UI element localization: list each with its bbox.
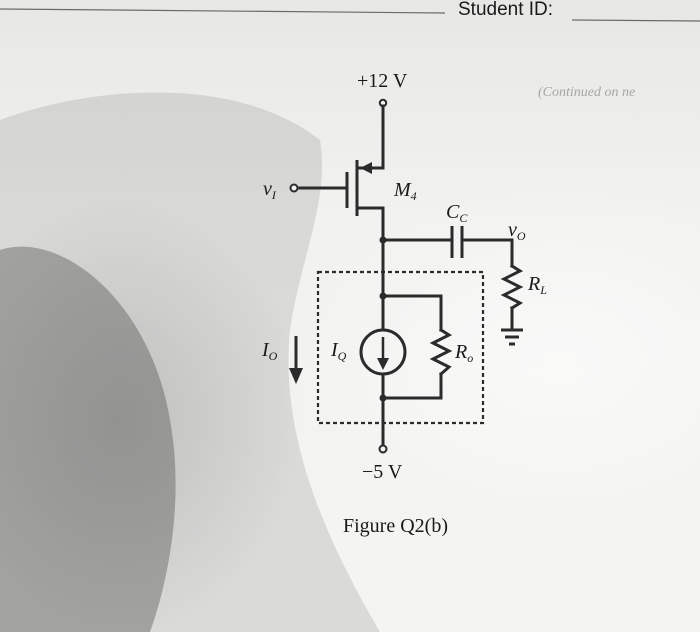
supply-top-label: +12 V xyxy=(357,70,408,92)
supply-bottom-label: −5 V xyxy=(362,461,403,483)
soft-shadow xyxy=(0,92,380,632)
input-label: vI xyxy=(263,178,277,202)
output-res-label: Ro xyxy=(454,341,473,365)
figure-caption: Figure Q2(b) xyxy=(343,515,448,537)
transistor-label: M4 xyxy=(393,179,417,203)
faint-bleed-text: (Continued on ne xyxy=(538,85,635,100)
output-resistance xyxy=(429,327,453,377)
load-resistor xyxy=(500,263,524,311)
header-rule xyxy=(0,8,446,14)
cap-label: CC xyxy=(446,201,468,225)
output-label: vO xyxy=(508,219,526,243)
bias-current-label: IO xyxy=(261,339,278,363)
bottom-terminal xyxy=(378,444,388,454)
bias-current-arrow-head xyxy=(289,368,303,384)
load-label: RL xyxy=(527,273,547,297)
student-id-label: Student ID: xyxy=(458,0,553,20)
current-source-label: IQ xyxy=(330,339,347,363)
input-terminal xyxy=(289,183,299,193)
mos-arrow xyxy=(360,162,372,174)
student-id-line xyxy=(571,19,700,22)
hand-shadow xyxy=(0,246,176,632)
current-source-box xyxy=(316,270,485,425)
current-source-arrow-head xyxy=(377,358,389,370)
